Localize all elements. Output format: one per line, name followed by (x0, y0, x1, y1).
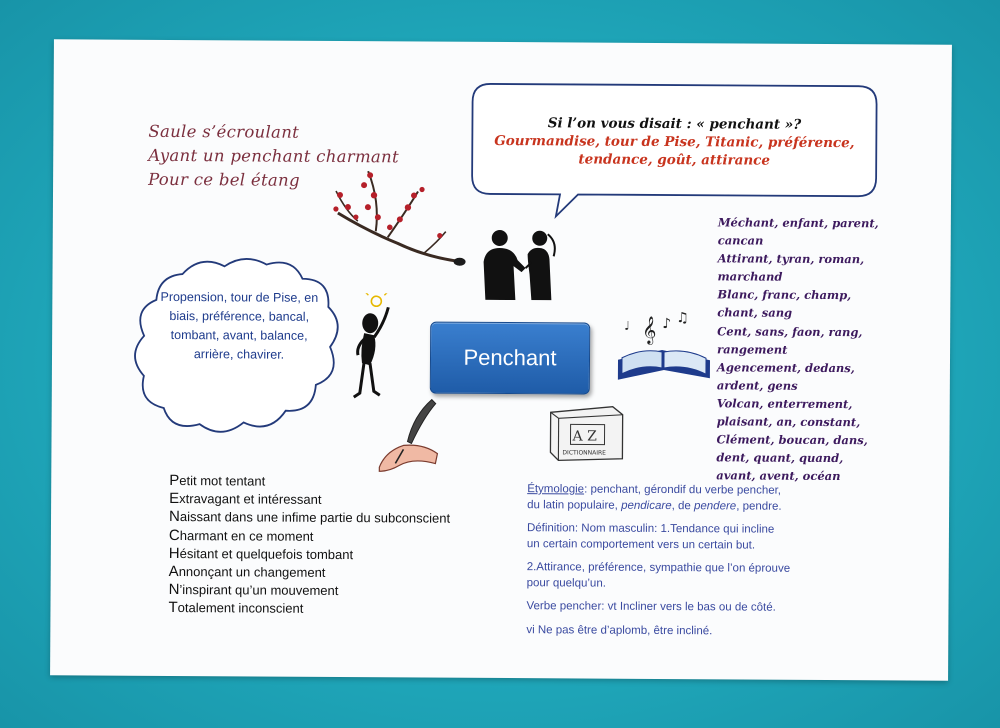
rhyme-word-list: Méchant, enfant, parent, cancan Attirant… (716, 213, 893, 485)
acrostic-capital: C (168, 526, 180, 544)
haiku-line: Saule s’écroulant (148, 121, 300, 142)
word-list-line: ardent, gens (716, 378, 798, 393)
acrostic-rest: aissant dans une infime partie du subcon… (179, 509, 451, 527)
acrostic-line: Annonçant un changement (169, 563, 499, 583)
definition-block: Étymologie: penchant, gérondif du verbe … (526, 482, 857, 648)
word-list-line: rangement (717, 341, 788, 357)
center-title-box: Penchant (429, 321, 591, 395)
dictionary-letters: A Z (571, 428, 597, 444)
acrostic-line: Hésitant et quelquefois tombant (169, 545, 499, 565)
definition-line: pour quelqu’un. (526, 576, 606, 590)
svg-text:♪: ♪ (662, 316, 671, 332)
acrostic-line: Naissant dans une infime partie du subco… (169, 508, 499, 528)
definition-line: Définition: Nom masculin: 1.Tendance qui… (526, 522, 775, 536)
definition-line: un certain comportement vers un certain … (526, 537, 756, 552)
definition-paragraph: 2.Attirance, préférence, sympathie que l… (527, 560, 857, 593)
verb-transitive: Verbe pencher: vt Incliner vers le bas o… (526, 600, 776, 614)
acrostic-line: Totalement inconscient (168, 599, 498, 619)
cloud-text: Propension, tour de Pise, en biais, préf… (160, 289, 319, 362)
etymology-text: : penchant, gérondif du verbe pencher, (584, 483, 782, 497)
acrostic-capital: H (168, 544, 180, 562)
acrostic-line: N’inspirant qu’un mouvement (169, 581, 499, 601)
svg-text:♩: ♩ (624, 319, 630, 333)
acrostic-rest: xtravagant et intéressant (179, 491, 322, 508)
word-list-line: Agencement, dedans, (716, 360, 855, 375)
acrostic-rest: harmant en ce moment (179, 527, 314, 544)
word-list-line: Clément, boucan, dans, (716, 432, 868, 448)
acrostic-capital: N (168, 581, 180, 599)
paper-sheet: Saule s’écroulant Ayant un penchant char… (50, 39, 952, 681)
cherry-blossom-icon (333, 170, 466, 266)
verb-intransitive: vi Ne pas être d’aplomb, être incliné. (526, 623, 713, 637)
dictionary-icon: A Z DICTIONNAIRE (549, 406, 624, 462)
acrostic-rest: etit mot tentant (179, 473, 266, 489)
acrostic-rest: ’inspirant qu’un mouvement (179, 582, 339, 599)
etymology-latin: pendicare (621, 499, 672, 512)
music-book-icon: 𝄞 ♪ ♫ ♩ (617, 310, 711, 380)
acrostic-capital: E (169, 490, 180, 508)
acrostic-capital: N (168, 508, 180, 526)
etymology-paragraph: Étymologie: penchant, gérondif du verbe … (527, 482, 857, 515)
definition-paragraph: Définition: Nom masculin: 1.Tendance qui… (527, 521, 857, 554)
thinking-figure-icon (352, 293, 390, 399)
center-title: Penchant (463, 344, 557, 371)
word-list-line: cancan (717, 233, 764, 248)
speech-answer-line2: tendance, goût, attirance (578, 151, 771, 169)
etymology-latin: pendere (693, 499, 737, 512)
word-list-line: marchand (717, 269, 783, 284)
definition-line: 2.Attirance, préférence, sympathie que l… (526, 561, 791, 575)
dictionary-label: DICTIONNAIRE (562, 449, 606, 456)
acrostic-rest: otalement inconscient (177, 600, 304, 617)
acrostic-rest: nnonçant un changement (178, 564, 326, 580)
word-list-line: Volcan, enterrement, (716, 396, 853, 412)
acrostic-poem: Petit mot tentant Extravagant et intéres… (168, 472, 499, 620)
word-list-line: dent, quant, quand, (716, 450, 844, 466)
word-list-line: Attirant, tyran, roman, (717, 251, 865, 267)
svg-text:♫: ♫ (676, 310, 689, 326)
word-list-line: Méchant, enfant, parent, (717, 215, 879, 231)
etymology-text: , de (671, 499, 695, 512)
thought-cloud: Propension, tour de Pise, en biais, préf… (129, 252, 348, 443)
acrostic-line: Extravagant et intéressant (169, 490, 499, 510)
etymology-label: Étymologie (527, 483, 585, 496)
acrostic-capital: P (169, 471, 180, 490)
word-list-line: chant, sang (717, 305, 793, 321)
etymology-text: , pendre. (736, 499, 782, 513)
speech-answer-line1: Gourmandise, tour de Pise, Titanic, préf… (494, 132, 855, 152)
acrostic-capital: A (168, 562, 179, 581)
acrostic-line: Charmant en ce moment (169, 527, 499, 547)
quill-hand-icon (378, 398, 439, 472)
acrostic-capital: T (168, 599, 178, 617)
couple-silhouette-icon (483, 229, 556, 301)
word-list-line: plaisant, an, constant, (716, 414, 861, 430)
word-list-line: Blanc, franc, champ, (717, 287, 852, 303)
word-list-line: Cent, sans, faon, rang, (717, 323, 863, 339)
svg-text:𝄞: 𝄞 (642, 316, 656, 345)
speech-bubble: Si l’on vous disait : « penchant »? Gour… (468, 80, 881, 219)
etymology-text: du latin populaire, (527, 498, 622, 512)
acrostic-rest: ésitant et quelquefois tombant (179, 545, 354, 562)
acrostic-line: Petit mot tentant (169, 472, 499, 492)
